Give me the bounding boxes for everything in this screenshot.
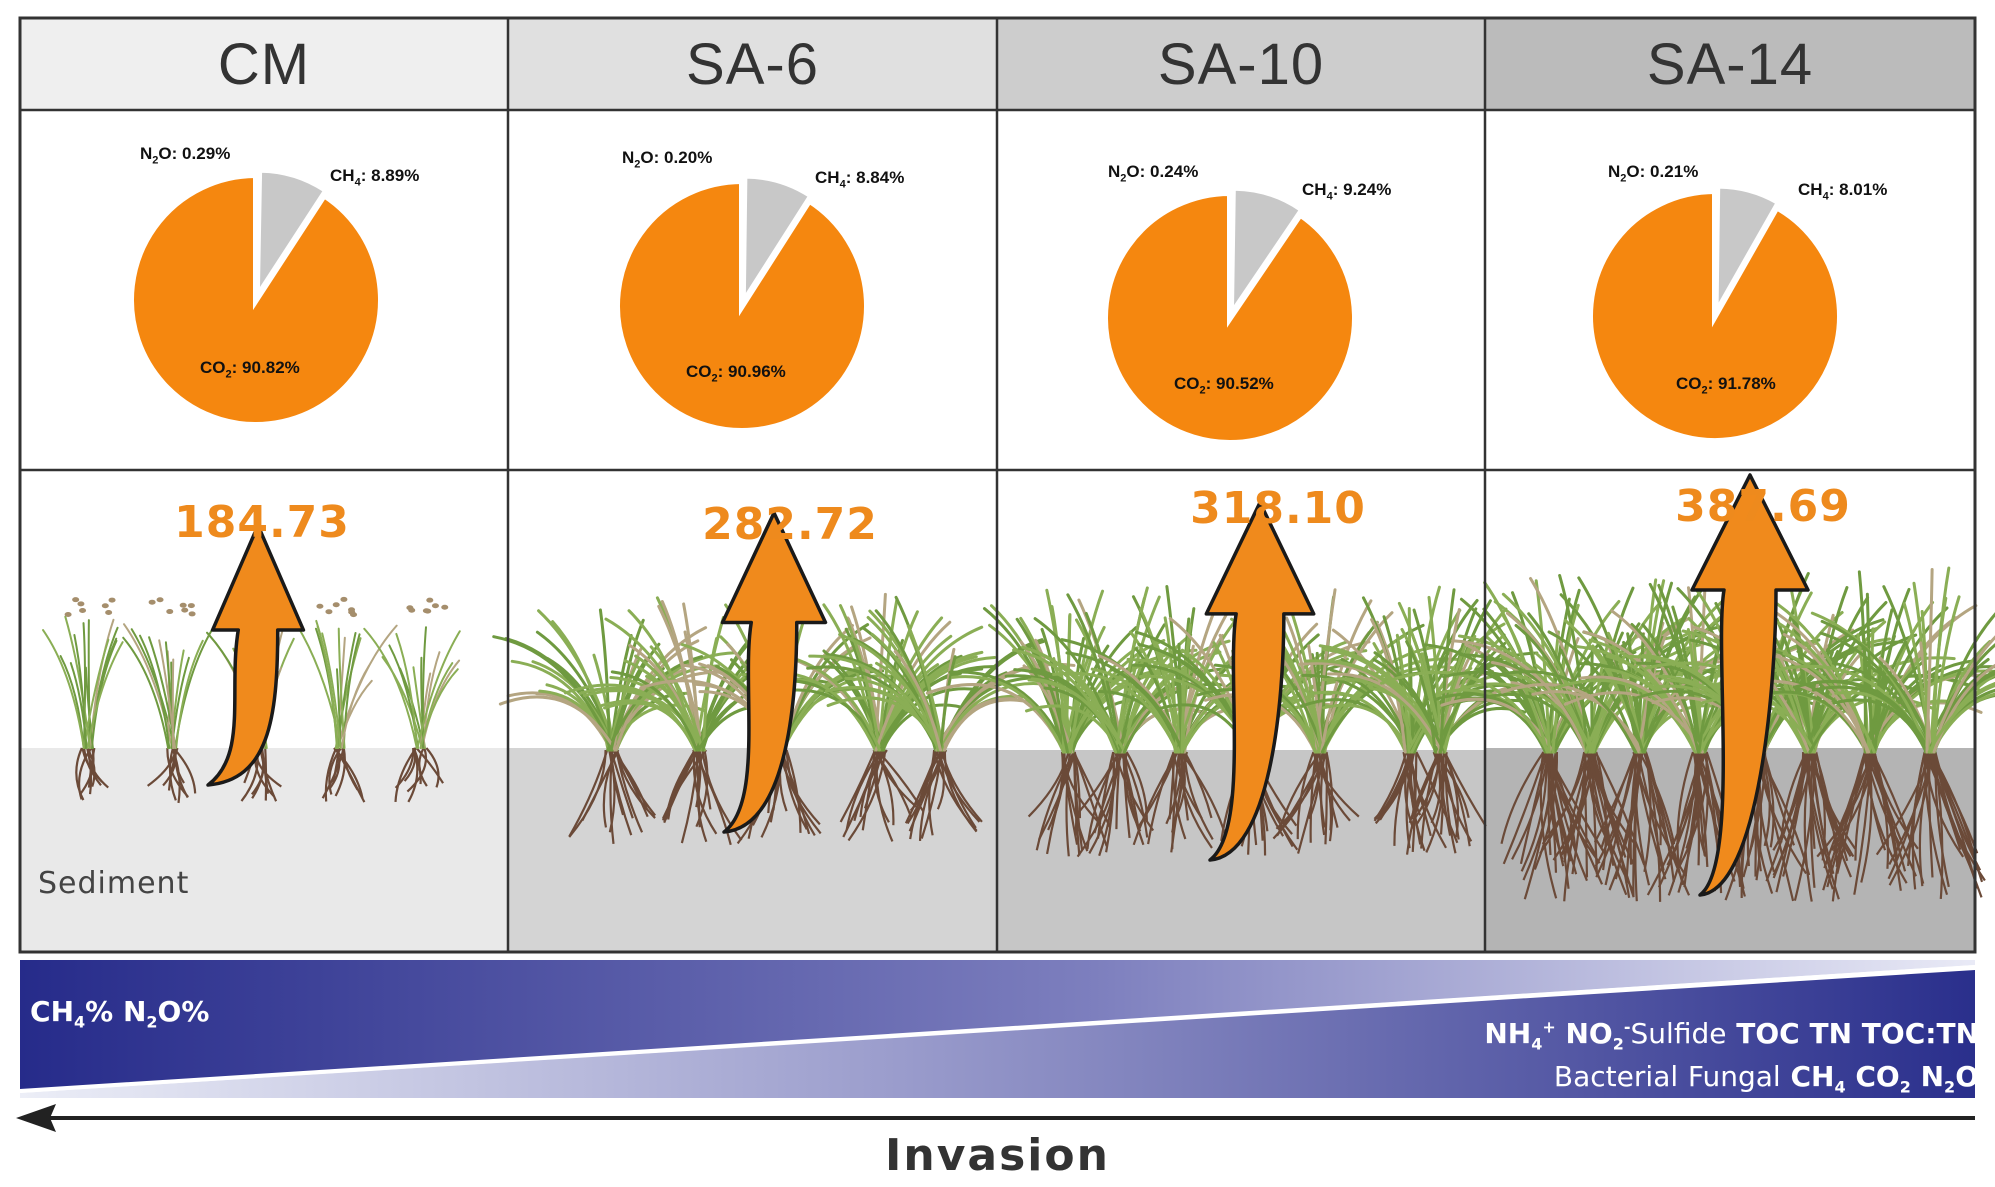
panel-header-bg	[1485, 18, 1975, 110]
fungal-label: Fungal	[1687, 1060, 1781, 1093]
pie-slice-ch4	[257, 170, 326, 294]
no2-label: NO2-	[1565, 1017, 1631, 1054]
pie-chart	[1102, 187, 1358, 446]
co2-label: CO2	[1855, 1060, 1911, 1097]
invasion-arrow-head	[16, 1104, 56, 1132]
panel-header-bg	[997, 18, 1485, 110]
panel-title-sa10: SA-10	[1157, 31, 1325, 97]
panel-title-sa6: SA-6	[686, 31, 819, 97]
pie-slice-ch4	[743, 176, 811, 300]
pie-label-ch4: CH4: 8.89%	[330, 166, 420, 189]
flux-arrow	[1204, 500, 1316, 862]
gradient-decreasing	[20, 960, 1975, 1090]
gradient-divider	[19, 965, 1976, 1093]
invasion-label: Invasion	[885, 1130, 1110, 1181]
pie-chart	[1587, 185, 1843, 444]
toc-tn-ratio-label: TOC:TN	[1861, 1017, 1979, 1050]
panel-title-cm: CM	[217, 31, 311, 97]
gradient-right-label-1: NH4+ NO2-Sulfide TOC TN TOC:TN	[1484, 1017, 1979, 1054]
bacterial-label: Bacterial	[1553, 1060, 1679, 1093]
pie-label-co2: CO2: 90.52%	[1174, 374, 1274, 397]
gradient-left-label: CH4% N2O%	[30, 995, 209, 1032]
gradient-right-label-2: Bacterial Fungal CH4 CO2 N2O	[1554, 1060, 1979, 1097]
pie-label-n2o: N2O: 0.20%	[622, 148, 713, 171]
plant-clump	[363, 597, 461, 803]
flux-value-sa14: 387.69	[1675, 481, 1851, 532]
pie-chart	[128, 169, 384, 428]
plant-clump	[293, 596, 398, 803]
panel-title-sa14: SA-14	[1646, 31, 1814, 97]
pie-label-ch4: CH4: 8.84%	[815, 168, 905, 191]
pie-slice-co2	[1102, 189, 1358, 446]
flux-value-sa10: 318.10	[1190, 483, 1366, 534]
pie-slice-co2	[614, 177, 870, 434]
pie-slice-ch4	[1716, 186, 1778, 307]
ch4-percent-label: CH4%	[30, 995, 114, 1032]
sediment-label: Sediment	[38, 866, 190, 901]
gradient-increasing	[20, 970, 1975, 1098]
pie-slice-ch4	[1231, 188, 1302, 312]
pie-label-co2: CO2: 90.96%	[686, 362, 786, 385]
flux-arrow	[206, 523, 306, 787]
flux-value-cm: 184.73	[174, 497, 350, 548]
panel-header-bg	[20, 18, 508, 110]
pie-label-n2o: N2O: 0.21%	[1608, 162, 1699, 185]
toc-label: TOC	[1736, 1017, 1800, 1050]
pie-label-ch4: CH4: 9.24%	[1302, 180, 1392, 203]
flux-arrow	[720, 511, 828, 834]
pie-slice-co2	[1587, 187, 1843, 444]
plant-clump	[122, 597, 216, 804]
pie-label-n2o: N2O: 0.29%	[140, 144, 231, 167]
pie-label-ch4: CH4: 8.01%	[1798, 180, 1888, 203]
tn-label: TN	[1809, 1017, 1853, 1050]
n2o-label: N2O	[1920, 1060, 1979, 1097]
ch4-label: CH4	[1790, 1060, 1846, 1097]
pie-chart	[614, 175, 870, 434]
pie-label-co2: CO2: 91.78%	[1676, 374, 1776, 397]
pie-label-n2o: N2O: 0.24%	[1108, 162, 1199, 185]
pie-slice-co2	[128, 171, 384, 428]
flux-value-sa6: 282.72	[702, 499, 878, 550]
plant-clump	[42, 597, 124, 801]
panel-header-bg	[508, 18, 997, 110]
n2o-percent-label: N2O%	[122, 995, 210, 1032]
plant-clump	[1768, 566, 1995, 900]
flux-arrow	[1690, 473, 1810, 897]
nh4-label: NH4+	[1484, 1017, 1556, 1054]
pie-label-co2: CO2: 90.82%	[200, 358, 300, 381]
sulfide-label: Sulfide	[1630, 1017, 1727, 1050]
